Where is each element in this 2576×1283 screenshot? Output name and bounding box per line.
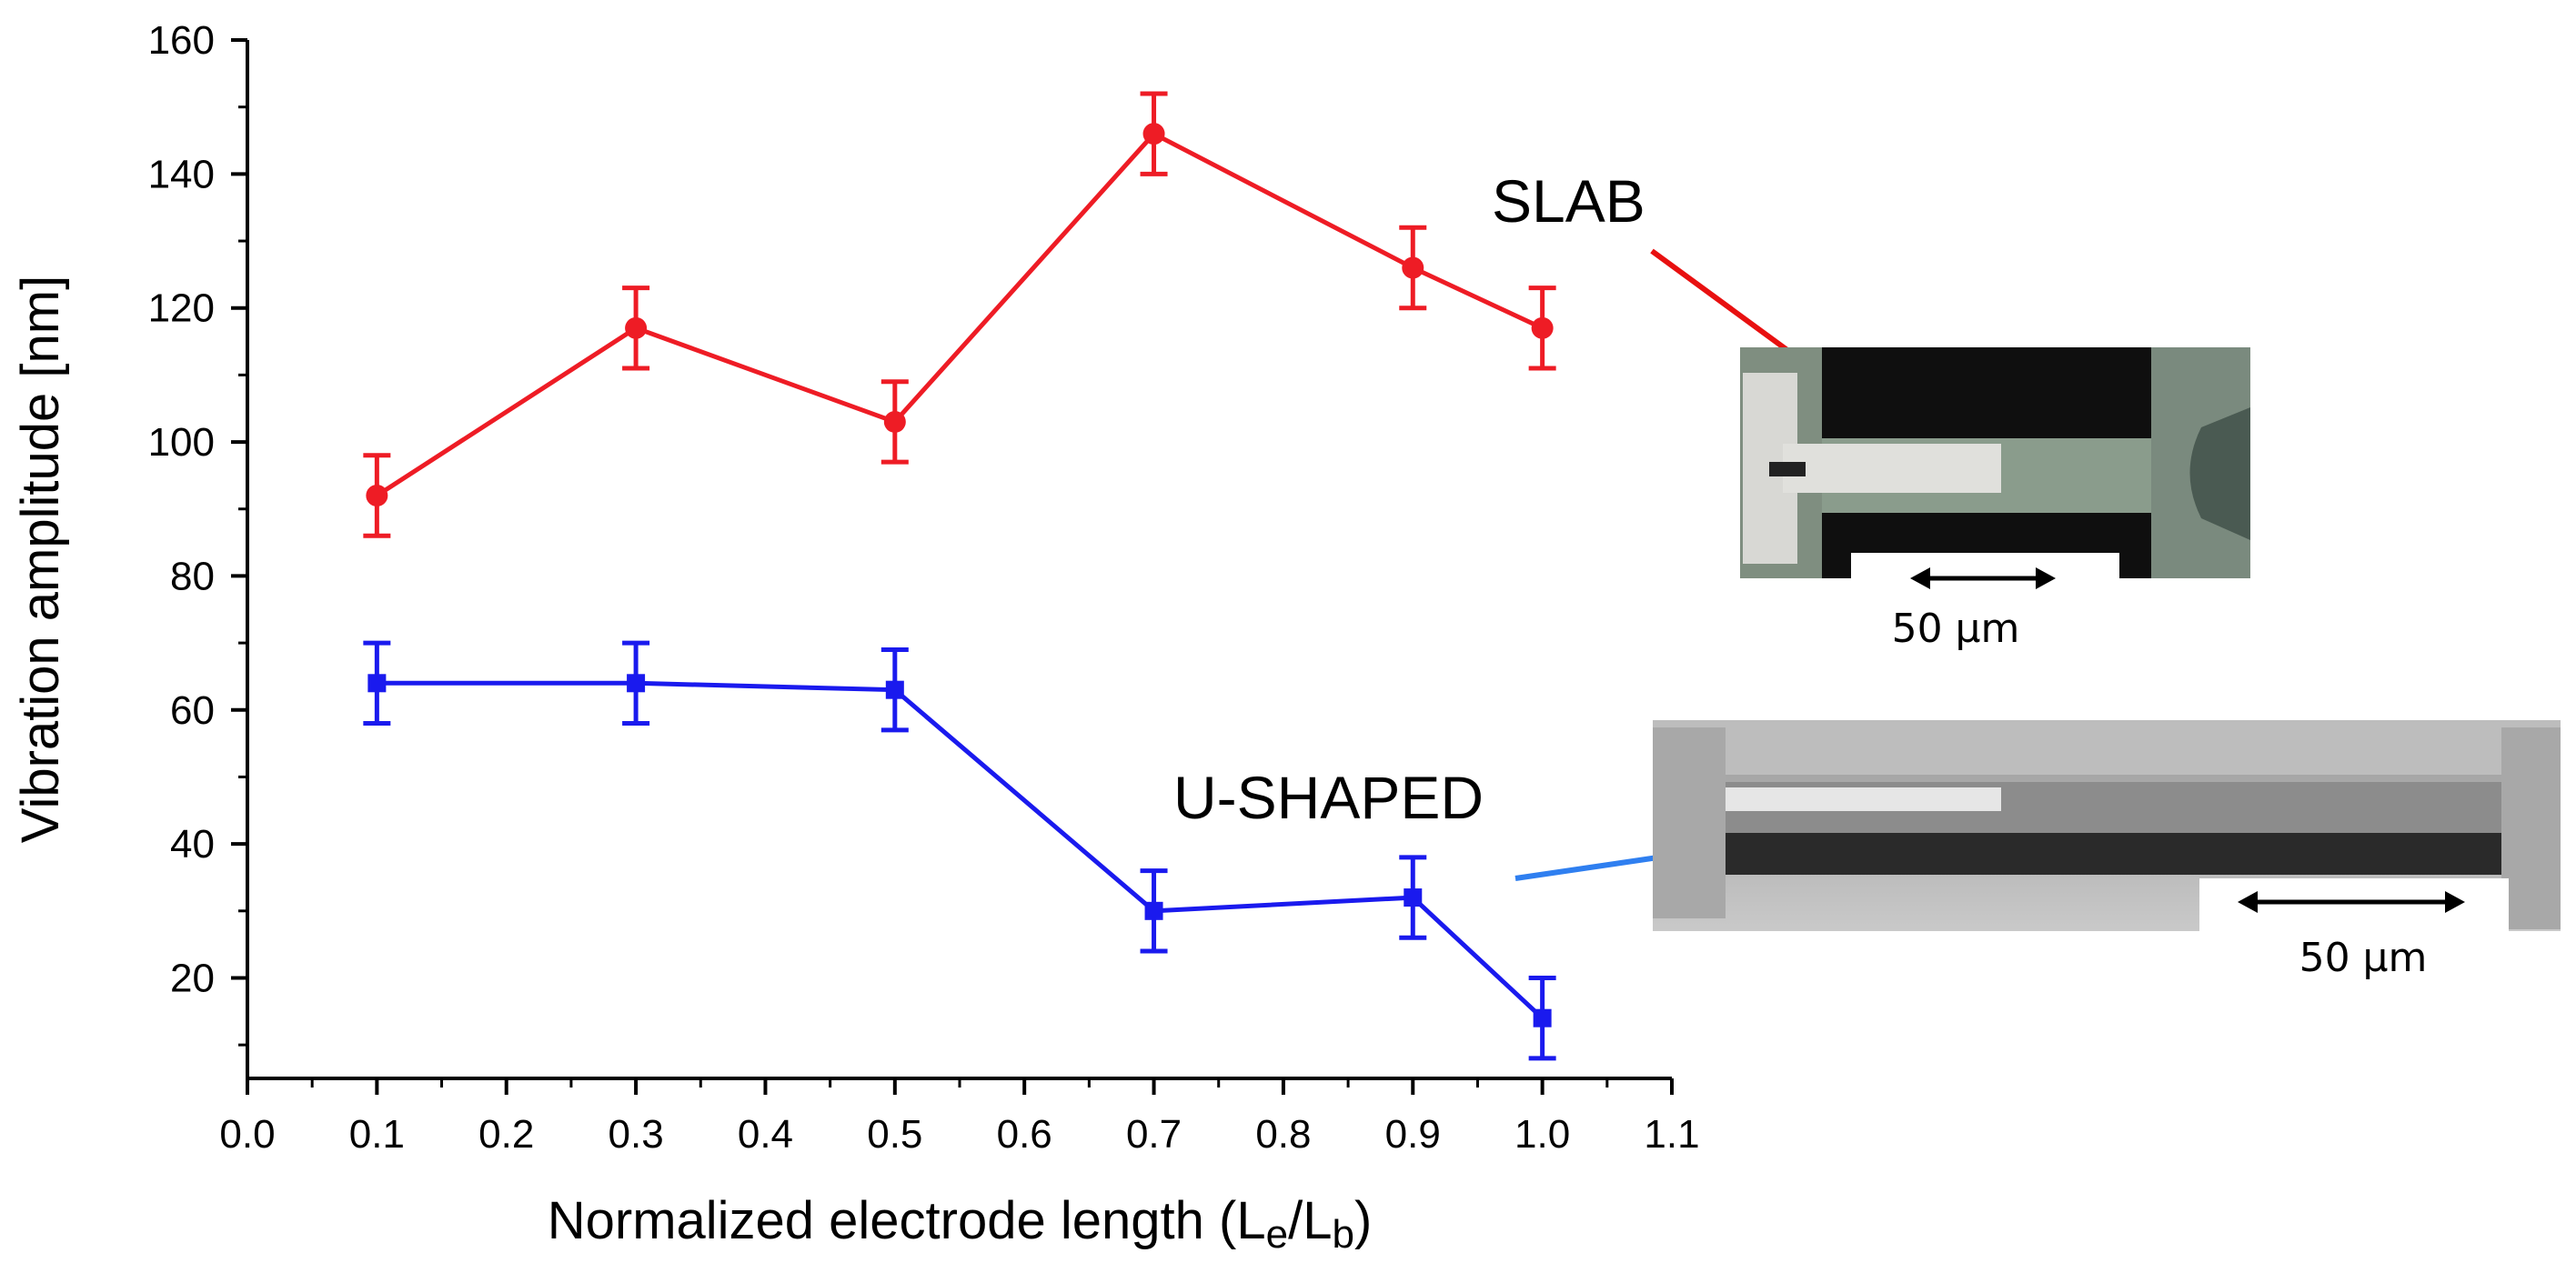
slab-scale-label: 50 µm xyxy=(1892,606,2020,652)
x-axis-title-sub-b: b xyxy=(1332,1212,1353,1257)
x-tick-label-1.1: 1.1 xyxy=(1644,1112,1699,1157)
y-tick-label-60: 60 xyxy=(170,688,215,733)
x-tick-label-0.4: 0.4 xyxy=(738,1112,793,1157)
ushaped-micrograph-top xyxy=(1653,720,2561,775)
x-axis-title-sub-e: e xyxy=(1266,1212,1288,1257)
series-line-u-shaped xyxy=(377,680,1545,1020)
x-tick-label-0.8: 0.8 xyxy=(1255,1112,1311,1157)
y-tick-label-40: 40 xyxy=(170,822,215,867)
y-tick-label-100: 100 xyxy=(148,420,215,465)
x-tick-label-0.0: 0.0 xyxy=(219,1112,275,1157)
y-ticks: 20 40 60 80 100 120 140 160 xyxy=(148,18,247,1047)
y-tick-label-120: 120 xyxy=(148,286,215,331)
series-line-slab xyxy=(376,131,1544,498)
series-slab xyxy=(363,91,1556,538)
series-u-shaped xyxy=(363,640,1556,1061)
slab-electrode xyxy=(1783,444,2001,493)
y-tick-label-20: 20 xyxy=(170,956,215,1000)
x-tick-label-0.9: 0.9 xyxy=(1385,1112,1441,1157)
y-tick-label-160: 160 xyxy=(148,18,215,63)
axes xyxy=(246,40,1672,1080)
data-point-u-shaped xyxy=(1144,901,1163,920)
data-point-u-shaped xyxy=(1404,888,1423,907)
data-point-u-shaped xyxy=(627,674,646,693)
y-axis-title: Vibration amplitude [nm] xyxy=(11,276,70,843)
data-point-slab xyxy=(625,316,648,339)
ushaped-scale-label: 50 µm xyxy=(2299,935,2428,981)
x-tick-label-0.7: 0.7 xyxy=(1126,1112,1182,1157)
slab-electrode-gap xyxy=(1769,462,1806,476)
y-tick-label-80: 80 xyxy=(170,554,215,598)
data-point-u-shaped xyxy=(885,680,904,699)
ushaped-scale-arrowhead-right xyxy=(2445,891,2465,913)
x-tick-label-0.2: 0.2 xyxy=(478,1112,534,1157)
slab-scale-arrowhead-right xyxy=(2036,567,2056,589)
ushaped-label: U-SHAPED xyxy=(1173,764,1484,831)
x-ticks: 0.0 0.1 0.2 0.3 0.4 0.5 0.6 0.7 0.8 0.9 1.0 1.1 xyxy=(219,1078,1700,1157)
slab-label: SLAB xyxy=(1492,167,1645,235)
x-axis-title-mid: /L xyxy=(1288,1191,1332,1250)
x-tick-label-0.1: 0.1 xyxy=(349,1112,405,1157)
ushaped-beam-shadow xyxy=(1710,833,2511,875)
series-layer xyxy=(363,91,1556,1061)
data-point-slab xyxy=(1142,123,1165,145)
x-tick-label-1.0: 1.0 xyxy=(1514,1112,1570,1157)
x-tick-label-0.6: 0.6 xyxy=(997,1112,1052,1157)
data-point-slab xyxy=(1402,256,1424,279)
data-point-slab xyxy=(883,410,906,433)
ushaped-anchor-right xyxy=(2501,727,2561,929)
x-tick-label-0.3: 0.3 xyxy=(609,1112,664,1157)
data-point-slab xyxy=(366,485,388,507)
ushaped-scale-arrowhead-left xyxy=(2238,891,2258,913)
x-axis-title: Normalized electrode length (Le/Lb) xyxy=(548,1191,1373,1257)
x-axis-title-end: ) xyxy=(1354,1191,1372,1250)
data-point-u-shaped xyxy=(367,674,387,693)
x-axis-title-main: Normalized electrode length (L xyxy=(548,1191,1266,1250)
slab-scale-arrowhead-left xyxy=(1910,567,1930,589)
ushaped-micrograph xyxy=(1653,720,2561,933)
slab-cutout-bottom xyxy=(1851,553,2119,589)
slab-anchor-notch xyxy=(2189,407,2250,540)
x-tick-label-0.5: 0.5 xyxy=(867,1112,922,1157)
data-point-u-shaped xyxy=(1533,1008,1552,1027)
data-point-slab xyxy=(1531,316,1554,339)
y-tick-label-140: 140 xyxy=(148,152,215,196)
ushaped-anchor-left xyxy=(1653,727,1726,918)
slab-micrograph xyxy=(1740,347,2250,589)
